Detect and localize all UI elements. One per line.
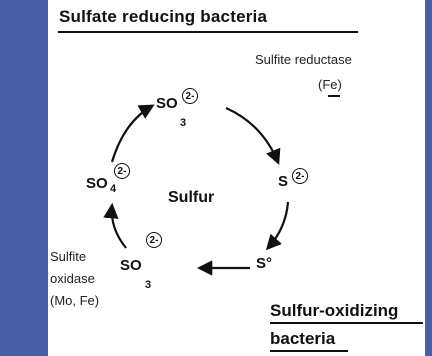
title-sulfate-reducing-bacteria: Sulfate reducing bacteria [59, 7, 268, 26]
arrow-sulfide-to-sulfur [265, 201, 290, 251]
species-sulfate-subscript: 4 [110, 183, 117, 195]
species-elemental-sulfur: S° [256, 255, 273, 272]
enzyme-oxidase-cofactor: (Mo, Fe) [50, 293, 100, 308]
enzyme-sulfite-reductase: Sulfite reductase [255, 52, 352, 67]
arrow-sulfate-to-sulfite [110, 104, 155, 163]
charge-badge-sulfite-bottom: 2- [146, 232, 162, 248]
species-sulfite-top-subscript: 3 [180, 117, 187, 129]
species-sulfite-top: SO [156, 96, 178, 111]
cofactor-underline [328, 95, 340, 97]
species-sulfide: S [278, 173, 289, 190]
enzyme-sulfite-oxidase-line2: oxidase [50, 271, 95, 286]
species-sulfate: SO [86, 175, 108, 192]
title-sulfur-oxidizing-line1: Sulfur-oxidizing [270, 301, 399, 320]
center-label-sulfur: Sulfur [168, 189, 215, 206]
title-bottom-underline2 [270, 350, 348, 352]
species-sulfite-top-main: SO [156, 95, 178, 112]
enzyme-reductase-cofactor: (Fe) [318, 77, 342, 92]
species-sulfite-bottom-subscript: 3 [145, 279, 152, 291]
arrow-sulfite-to-sulfide [225, 106, 281, 165]
charge-badge-sulfite-top: 2- [182, 88, 198, 104]
title-sulfur-oxidizing-line2: bacteria [270, 329, 336, 348]
title-bottom-underline1 [270, 322, 423, 324]
enzyme-sulfite-oxidase-line1: Sulfite [50, 249, 87, 264]
arrow-sulfite-to-sulfate [103, 202, 127, 249]
title-underline [58, 31, 358, 33]
diagram-panel: Sulfate reducing bacteria Sulfite reduct… [48, 0, 425, 356]
charge-badge-sulfate: 2- [114, 163, 130, 179]
charge-badge-sulfide: 2- [292, 168, 308, 184]
species-sulfite-bottom: SO [120, 257, 142, 274]
cycle-arrows [103, 104, 290, 276]
